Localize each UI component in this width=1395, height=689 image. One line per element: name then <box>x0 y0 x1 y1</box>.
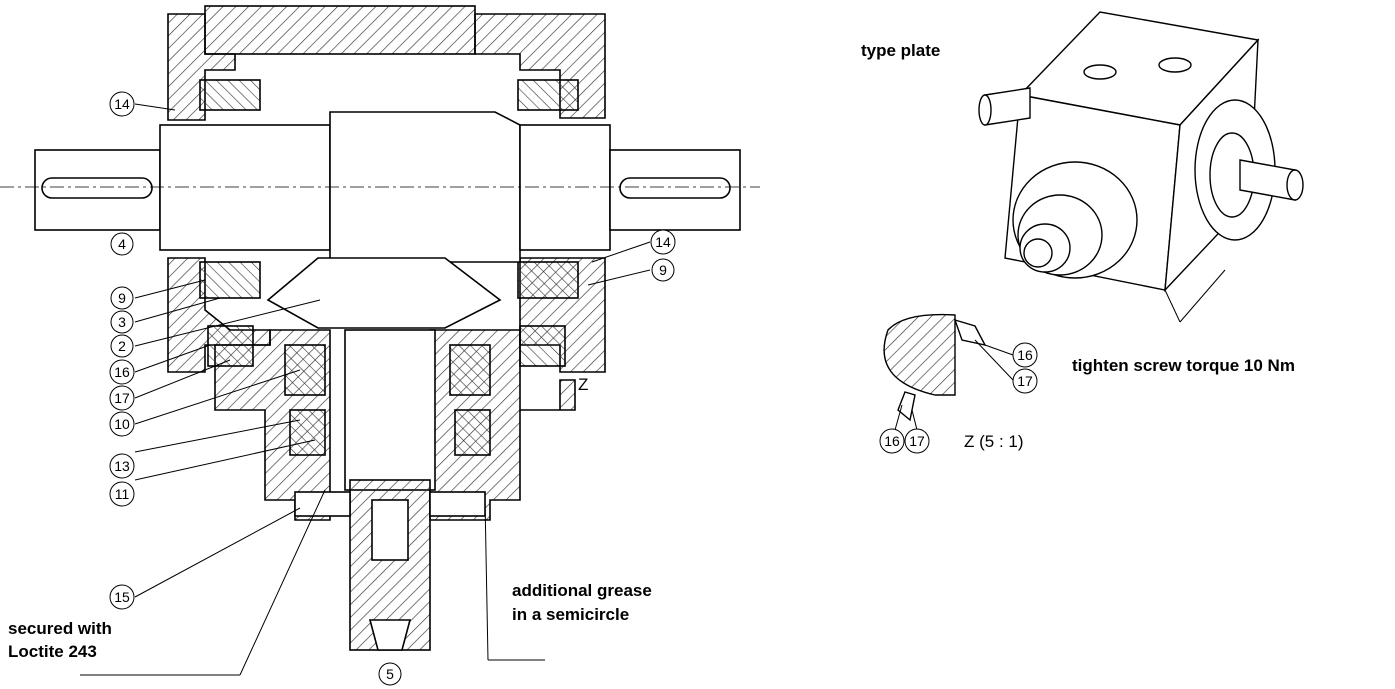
callout-15: 15 <box>109 584 135 610</box>
callout-14-right: 14 <box>650 229 676 255</box>
callout-3: 3 <box>110 310 134 334</box>
seal-right <box>429 491 486 517</box>
shaft-body-right <box>519 124 611 251</box>
svg-text:5: 5 <box>386 666 394 682</box>
top-cover <box>204 5 476 55</box>
bearing-low-right <box>454 409 491 456</box>
callout-16-detail-low: 16 <box>879 428 905 454</box>
z-marker: Z <box>578 375 588 394</box>
callout-10: 10 <box>109 411 135 437</box>
bearing-top-right <box>517 79 579 111</box>
shaft-body-left <box>159 124 331 251</box>
leader-lines <box>80 103 651 676</box>
loctite-note-line2: Loctite 243 <box>8 642 97 661</box>
callout-14-left: 14 <box>109 91 135 117</box>
spacer-right <box>519 325 566 367</box>
shaft-right-keyway <box>619 177 731 199</box>
callout-9-right: 9 <box>651 258 675 282</box>
svg-text:2: 2 <box>118 338 126 354</box>
callout-9-left: 9 <box>110 286 134 310</box>
svg-text:4: 4 <box>118 236 126 252</box>
bearing-low-left <box>289 409 326 456</box>
callout-5: 5 <box>378 662 402 686</box>
svg-text:14: 14 <box>655 234 671 250</box>
callout-16-left: 16 <box>109 359 135 385</box>
grease-note-line2: in a semicircle <box>512 605 630 624</box>
callout-16-detail: 16 <box>1012 342 1038 368</box>
bearing-top-left <box>199 79 261 111</box>
detail-z-scale: Z (5 : 1) <box>964 432 1024 451</box>
svg-text:13: 13 <box>114 458 130 474</box>
bearing-bottom-right <box>517 261 579 299</box>
gearbox-isometric-view <box>978 11 1304 323</box>
callout-4: 4 <box>110 232 134 256</box>
svg-text:16: 16 <box>884 433 900 449</box>
bevel-gear <box>266 257 502 329</box>
spacer-left <box>207 325 254 367</box>
callout-13: 13 <box>109 453 135 479</box>
grease-note-line1: additional grease <box>512 581 652 600</box>
detail-z-section <box>883 313 956 396</box>
svg-text:16: 16 <box>114 364 130 380</box>
callout-17-left: 17 <box>109 385 135 411</box>
type-plate-note: type plate <box>861 41 941 60</box>
svg-text:10: 10 <box>114 416 130 432</box>
svg-text:3: 3 <box>118 314 126 330</box>
svg-text:17: 17 <box>1017 373 1033 389</box>
svg-text:11: 11 <box>115 486 130 502</box>
svg-text:15: 15 <box>114 589 130 605</box>
detail-z <box>883 313 1014 431</box>
callout-11: 11 <box>109 481 135 507</box>
callouts-section: 14 4 9 3 2 16 17 10 13 11 15 5 14 9 Z <box>109 91 676 686</box>
bearing-mid-left <box>284 344 326 396</box>
callout-17-detail: 17 <box>1012 368 1038 394</box>
svg-text:9: 9 <box>118 290 126 306</box>
torque-note: tighten screw torque 10 Nm <box>1072 356 1295 375</box>
vertical-shaft <box>344 329 436 491</box>
bearing-mid-right <box>449 344 491 396</box>
svg-text:17: 17 <box>909 433 925 449</box>
shaft-left-keyway <box>41 177 153 199</box>
loctite-note-line1: secured with <box>8 619 112 638</box>
callout-17-detail-low: 17 <box>904 428 930 454</box>
housing-left <box>167 13 236 121</box>
callout-2: 2 <box>110 334 134 358</box>
svg-text:14: 14 <box>114 96 130 112</box>
detail-z-callouts: 16 17 16 17 Z (5 : 1) <box>879 342 1038 454</box>
bearing-bottom-left <box>199 261 261 299</box>
svg-text:9: 9 <box>659 262 667 278</box>
svg-text:17: 17 <box>114 390 130 406</box>
svg-text:16: 16 <box>1017 347 1033 363</box>
